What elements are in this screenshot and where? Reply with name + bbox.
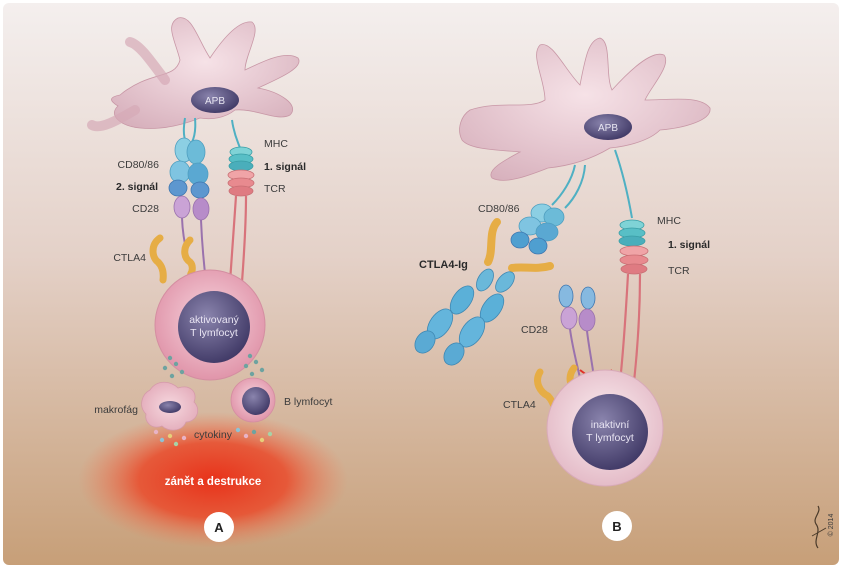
signal2-label-a: 2. signál [116,181,158,193]
activated-t-cell: aktivovaný T lymfocyt [154,269,266,381]
artist-signature [811,505,827,549]
mhc-molecule-a [228,146,254,172]
cd80-molecule-a [168,137,210,199]
apc-cell-b: APB [459,37,711,181]
cd28-molecule-b [558,284,596,379]
cd80-label-b: CD80/86 [478,203,520,215]
tcell-a-line1: aktivovaný [189,314,239,326]
apc-label-b: APB [598,123,618,134]
cd28-label-a: CD28 [132,203,159,215]
bcell-label: B lymfocyt [284,396,333,408]
panel-b-badge-label: B [612,519,621,534]
cytokines-label: cytokiny [194,429,233,441]
apc-cell-a: APB [87,17,300,132]
ctla4ig-label: CTLA4-Ig [419,259,468,271]
cd80-molecule-b [510,203,565,255]
tcell-b-line1: inaktivní [591,419,630,431]
ctla4-label-a: CTLA4 [113,252,146,264]
tcr-molecule-b [618,245,649,383]
cytokine-dots-upper [162,353,265,379]
mhc-molecule-b [618,219,646,247]
apc-nucleus-a [191,87,239,113]
apc-nucleus-b [584,114,632,140]
macrophage-label: makrofág [94,404,138,416]
tcr-label-b: TCR [668,265,690,277]
cd28-label-b: CD28 [521,324,548,336]
inflammation-cloud [78,412,348,548]
inactive-t-cell: inaktivní T lymfocyt [546,369,664,487]
panel-a-badge [204,512,234,542]
mhc-label-b: MHC [657,215,681,227]
copyright-label: © 2014 [827,514,835,537]
cytokine-dots-lower [153,427,273,447]
panel-b: APB [414,37,711,541]
inflammation-label: zánět a destrukce [165,476,262,488]
panel-a-badge-label: A [214,520,224,535]
apc-label-a: APB [205,96,225,107]
ctla4-label-b: CTLA4 [503,399,536,411]
signal1-label-a: 1. signál [264,161,306,173]
tcr-label-a: TCR [264,183,286,195]
b-cell: B lymfocyt [230,377,333,423]
signal1-label-b: 1. signál [668,239,710,251]
tcell-b-line2: T lymfocyt [586,432,634,444]
panel-b-badge [602,511,632,541]
mhc-label-a: MHC [264,138,288,150]
cd80-label-a: CD80/86 [118,159,160,171]
macrophage: makrofág [94,381,199,431]
ctla4-ig-molecule [414,218,554,366]
panel-a: APB [78,17,348,548]
tcell-a-line2: T lymfocyt [190,327,238,339]
